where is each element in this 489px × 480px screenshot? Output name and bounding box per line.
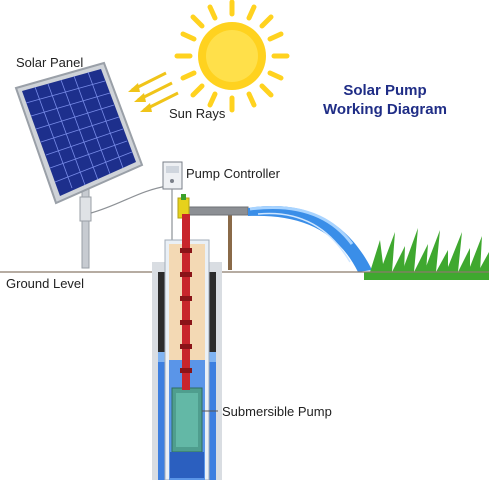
pump-controller-label: Pump Controller: [186, 166, 280, 181]
water-stream: [248, 205, 372, 272]
solar-panel: [14, 61, 144, 205]
ground-level-label: Ground Level: [6, 276, 85, 291]
sun-rays-arrows: [128, 71, 179, 112]
grass: [364, 228, 489, 280]
pump-controller: [162, 161, 183, 250]
diagram-title-line-1: Solar Pump: [343, 82, 427, 99]
riser-pipe: [180, 214, 192, 390]
sun-rays-label: Sun Rays: [169, 106, 226, 121]
diagram-title: Solar Pump Working Diagram: [300, 81, 470, 119]
diagram-title-line-2: Working Diagram: [323, 101, 447, 118]
submersible-pump-label: Submersible Pump: [222, 404, 332, 419]
sun-icon: [174, 0, 290, 113]
solar-panel-label: Solar Panel: [16, 55, 84, 70]
